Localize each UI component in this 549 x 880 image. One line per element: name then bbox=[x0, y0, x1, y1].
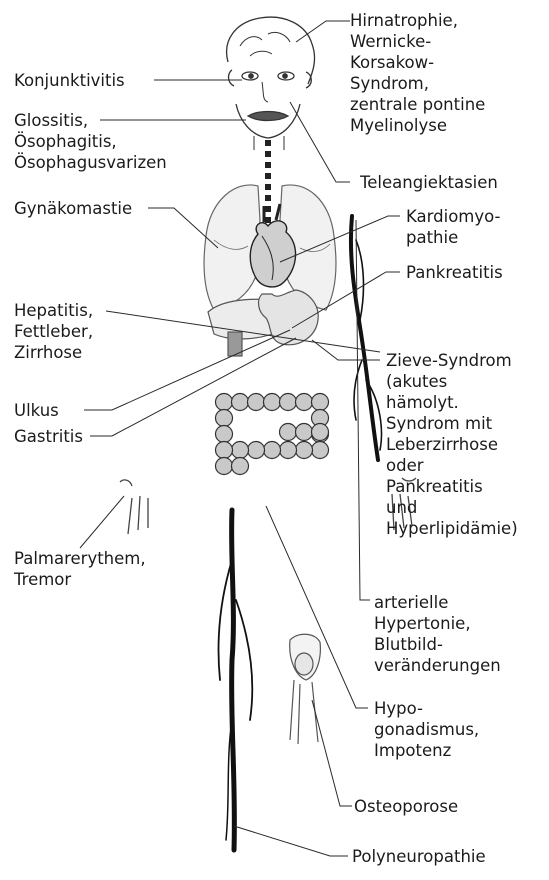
intestine-segment bbox=[216, 442, 233, 459]
intestine-segment bbox=[296, 442, 313, 459]
intestine-segment bbox=[248, 442, 265, 459]
intestine-segment bbox=[216, 426, 233, 443]
leader-hypogonadismus bbox=[266, 506, 368, 708]
intestine-segment bbox=[216, 458, 233, 475]
intestine-segment bbox=[296, 424, 313, 441]
intestine-segment bbox=[248, 394, 265, 411]
label-osteoporose: Osteoporose bbox=[354, 796, 458, 817]
label-gastritis: Gastritis bbox=[14, 426, 83, 447]
knee-drawing bbox=[290, 634, 321, 744]
hands-drawing bbox=[120, 478, 416, 534]
label-hypertonie: arterielle Hypertonie, Blutbild- verände… bbox=[374, 592, 501, 676]
leader-hirnatrophie bbox=[296, 21, 350, 42]
label-gynaekomastie: Gynäkomastie bbox=[14, 198, 132, 219]
intestine-segment bbox=[280, 424, 297, 441]
leader-palmarerythem bbox=[80, 496, 124, 548]
intestine-segment bbox=[312, 394, 329, 411]
label-kardiomyopathie: Kardiomyo- pathie bbox=[406, 206, 500, 248]
intestine-segment bbox=[232, 442, 249, 459]
label-hepatitis: Hepatitis, Fettleber, Zirrhose bbox=[14, 300, 93, 363]
intestine-segment bbox=[264, 442, 281, 459]
label-zieve: Zieve-Syndrom (akutes hämolyt. Syndrom m… bbox=[386, 350, 518, 539]
label-ulkus: Ulkus bbox=[14, 400, 59, 421]
intestine-segment bbox=[296, 394, 313, 411]
label-hypogonadismus: Hypo- gonadismus, Impotenz bbox=[374, 698, 479, 761]
intestine-segment bbox=[280, 442, 297, 459]
leader-polyneuropathie bbox=[234, 826, 348, 856]
label-polyneuropathie: Polyneuropathie bbox=[352, 846, 486, 867]
head-drawing bbox=[227, 17, 315, 150]
intestine-segment bbox=[312, 424, 329, 441]
intestine-segment bbox=[312, 442, 329, 459]
intestine-segment bbox=[232, 394, 249, 411]
leader-teleangiektasien bbox=[290, 102, 350, 182]
label-glossitis: Glossitis, Ösophagitis, Ösophagusvarizen bbox=[14, 110, 167, 173]
intestine-drawing bbox=[216, 394, 329, 475]
leader-osteoporose bbox=[312, 700, 352, 806]
intestine-segment bbox=[216, 410, 233, 427]
label-teleangiektasien: Teleangiektasien bbox=[360, 172, 498, 193]
label-hirnatrophie: Hirnatrophie, Wernicke- Korsakow- Syndro… bbox=[350, 10, 485, 136]
intestine-segment bbox=[216, 394, 233, 411]
intestine-segment bbox=[280, 394, 297, 411]
label-pankreatitis: Pankreatitis bbox=[406, 262, 503, 283]
label-palmarerythem: Palmarerythem, Tremor bbox=[14, 548, 146, 590]
intestine-segment bbox=[232, 458, 249, 475]
leader-gastritis bbox=[90, 338, 296, 436]
label-konjunktivitis: Konjunktivitis bbox=[14, 70, 125, 91]
intestine-segment bbox=[264, 394, 281, 411]
